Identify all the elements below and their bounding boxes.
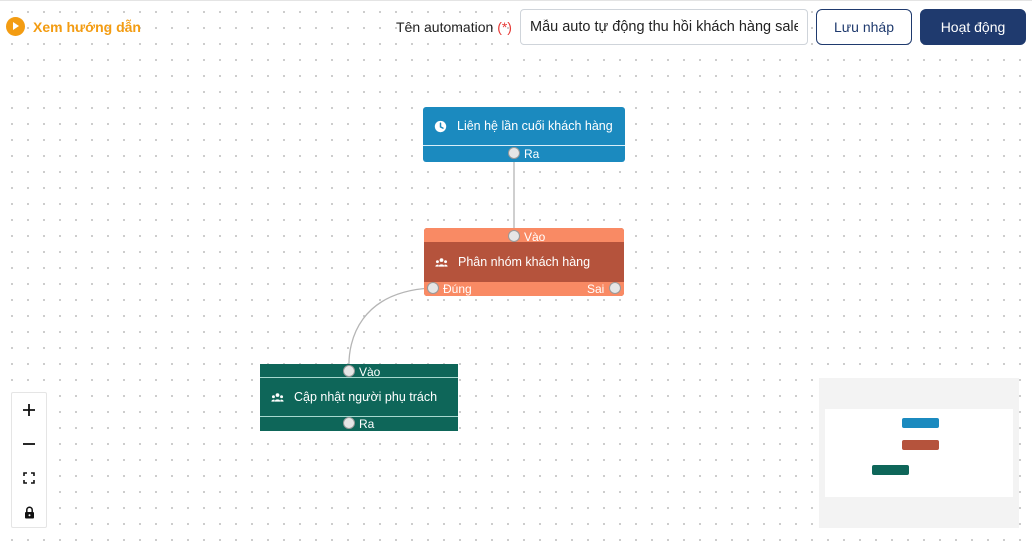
canvas-controls — [11, 392, 47, 528]
output-port-label: Ra — [359, 417, 375, 431]
automation-name-text: Tên automation — [396, 19, 494, 35]
node-input-band — [260, 364, 458, 378]
top-divider — [0, 0, 1032, 1]
group-icon — [435, 257, 448, 267]
node-segment-customers[interactable]: Phân nhóm khách hàng Vào Đúng Sai — [424, 228, 624, 296]
input-port[interactable] — [343, 365, 355, 377]
true-port-label: Đúng — [443, 282, 472, 296]
automation-name-input[interactable] — [520, 9, 808, 45]
false-output-port[interactable] — [609, 282, 621, 294]
node-last-contact-body: Liên hệ lần cuối khách hàng — [423, 107, 625, 145]
required-mark: (*) — [497, 19, 512, 35]
automation-name-label: Tên automation (*) — [396, 19, 512, 35]
fit-view-button[interactable] — [12, 461, 46, 495]
node-last-contact[interactable]: Liên hệ lần cuối khách hàng Ra — [423, 107, 625, 162]
input-port-label: Vào — [359, 365, 381, 379]
output-port[interactable] — [343, 417, 355, 429]
input-port[interactable] — [508, 230, 520, 242]
node-title: Cập nhật người phụ trách — [294, 390, 438, 404]
lock-button[interactable] — [12, 495, 46, 529]
view-guide-label: Xem hướng dẫn — [33, 18, 141, 35]
node-input-band — [424, 228, 624, 242]
output-port-label: Ra — [524, 147, 540, 161]
minimap-node-update-assignee — [872, 465, 909, 475]
node-divider — [423, 145, 625, 146]
node-update-assignee[interactable]: Cập nhật người phụ trách Vào Ra — [260, 364, 458, 431]
group-icon — [271, 392, 284, 402]
view-guide-link[interactable]: Xem hướng dẫn — [6, 17, 141, 36]
lock-icon — [24, 506, 34, 518]
minimap-node-segment-customers — [902, 440, 939, 450]
input-port-label: Vào — [524, 230, 546, 244]
clock-icon — [434, 120, 447, 132]
node-title: Phân nhóm khách hàng — [458, 255, 591, 269]
output-port[interactable] — [508, 147, 520, 159]
node-output-band — [260, 416, 458, 431]
node-update-body: Cập nhật người phụ trách — [260, 378, 458, 416]
true-output-port[interactable] — [427, 282, 439, 294]
zoom-in-button[interactable] — [12, 393, 46, 427]
play-icon — [6, 17, 25, 36]
minimap[interactable] — [819, 378, 1019, 528]
false-port-label: Sai — [587, 282, 605, 296]
minimap-node-last-contact — [902, 418, 939, 428]
save-draft-button[interactable]: Lưu nháp — [816, 9, 912, 45]
zoom-out-icon — [23, 443, 35, 445]
node-segment-body: Phân nhóm khách hàng — [424, 242, 624, 282]
activate-button[interactable]: Hoạt động — [920, 9, 1026, 45]
fit-view-icon — [23, 472, 35, 484]
zoom-in-icon — [23, 404, 35, 416]
node-output-band — [424, 282, 624, 296]
node-title: Liên hệ lần cuối khách hàng — [457, 119, 613, 133]
zoom-out-button[interactable] — [12, 427, 46, 461]
